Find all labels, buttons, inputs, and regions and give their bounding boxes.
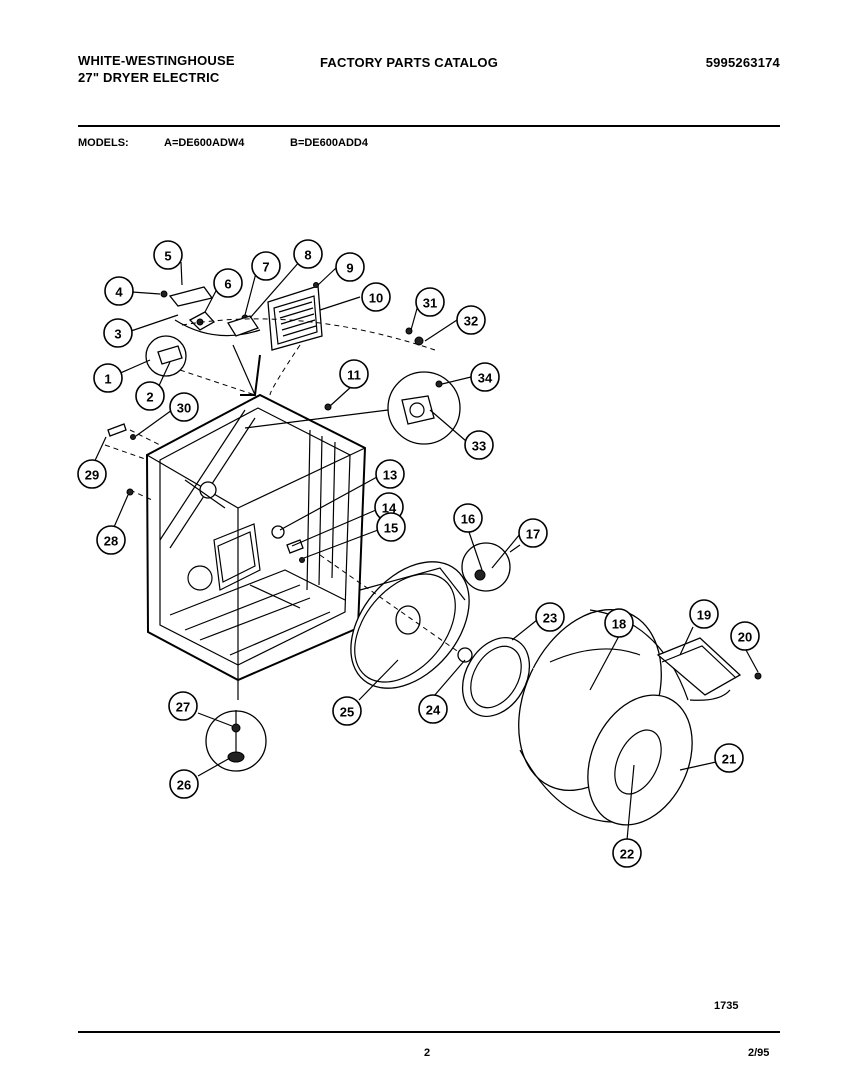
callout-13: 13 (375, 459, 405, 489)
callout-22: 22 (612, 838, 642, 868)
callout-29: 29 (77, 459, 107, 489)
callout-19-label: 19 (697, 608, 711, 623)
callout-11: 11 (339, 359, 369, 389)
callout-27-label: 27 (176, 700, 190, 715)
callout-15-label: 15 (384, 521, 398, 536)
callout-1-label: 1 (104, 372, 111, 387)
brand-name: WHITE-WESTINGHOUSE (78, 53, 235, 68)
callout-20-label: 20 (738, 630, 752, 645)
page-number: 2 (424, 1047, 431, 1059)
callout-17-label: 17 (526, 527, 540, 542)
callout-5-label: 5 (164, 249, 171, 264)
callout-27: 27 (168, 691, 198, 721)
callout-25: 25 (332, 696, 362, 726)
callout-28: 28 (96, 525, 126, 555)
callout-15: 15 (376, 512, 406, 542)
callout-21: 21 (714, 743, 744, 773)
callout-5: 5 (153, 240, 183, 270)
callout-10: 10 (361, 282, 391, 312)
callout-19: 19 (689, 599, 719, 629)
callout-10-label: 10 (369, 291, 383, 306)
bearing-drawing (461, 542, 521, 592)
callout-14-label: 14 (382, 501, 397, 516)
baffle-drawing (656, 637, 762, 701)
callout-2: 2 (135, 381, 165, 411)
model-a: A=DE600ADW4 (164, 137, 245, 149)
callout-16-label: 16 (461, 512, 475, 527)
callout-7-label: 7 (262, 260, 269, 275)
callout-18: 18 (604, 608, 634, 638)
footer-divider (78, 1031, 780, 1033)
callout-22-label: 22 (620, 847, 634, 862)
callout-34-label: 34 (478, 371, 493, 386)
callout-2-label: 2 (146, 390, 153, 405)
callout-26: 26 (169, 769, 199, 799)
callout-8-label: 8 (304, 248, 311, 263)
callout-33-label: 33 (472, 439, 486, 454)
callout-11-label: 11 (347, 368, 361, 383)
revision-date: 2/95 (748, 1047, 770, 1059)
model-b: B=DE600ADD4 (290, 137, 368, 149)
catalog-title: FACTORY PARTS CATALOG (320, 55, 499, 70)
callout-32: 32 (456, 305, 486, 335)
callout-6: 6 (213, 268, 243, 298)
callout-32-label: 32 (464, 314, 478, 329)
callout-4: 4 (104, 276, 134, 306)
callout-1: 1 (93, 363, 123, 393)
callout-23-label: 23 (543, 611, 557, 626)
callout-7: 7 (251, 251, 281, 281)
callout-6-label: 6 (224, 277, 231, 292)
top-controls-drawing (104, 282, 461, 563)
models-label: MODELS: (78, 137, 129, 149)
drum-drawing (518, 608, 693, 826)
callout-31-label: 31 (423, 296, 437, 311)
callout-31: 31 (415, 287, 445, 317)
callout-4-label: 4 (115, 285, 123, 300)
callout-30: 30 (169, 392, 199, 422)
leader-lines (91, 260, 759, 841)
callout-13-label: 13 (383, 468, 397, 483)
callout-30-label: 30 (177, 401, 191, 416)
figure-number: 1735 (714, 1000, 739, 1012)
callout-3: 3 (103, 318, 133, 348)
callout-24: 24 (418, 694, 448, 724)
header-divider (78, 125, 780, 127)
callout-9: 9 (335, 252, 365, 282)
callout-34: 34 (470, 362, 500, 392)
leg-drawing (205, 710, 267, 772)
callout-18-label: 18 (612, 617, 626, 632)
callout-9-label: 9 (346, 261, 353, 276)
callout-26-label: 26 (177, 778, 191, 793)
callout-23: 23 (535, 602, 565, 632)
callout-21-label: 21 (722, 752, 736, 767)
callout-24-label: 24 (426, 703, 441, 718)
seal-drawing (457, 637, 531, 717)
bulkhead-drawing (319, 554, 471, 689)
callout-33: 33 (464, 430, 494, 460)
callout-16: 16 (453, 503, 483, 533)
callout-3-label: 3 (114, 327, 121, 342)
callout-28-label: 28 (104, 534, 118, 549)
callout-20: 20 (730, 621, 760, 651)
callout-8: 8 (293, 239, 323, 269)
catalog-part-number: 5995263174 (705, 55, 780, 70)
callout-29-label: 29 (85, 468, 99, 483)
product-description: 27" DRYER ELECTRIC (78, 70, 220, 85)
callout-25-label: 25 (340, 705, 354, 720)
callout-17: 17 (518, 518, 548, 548)
